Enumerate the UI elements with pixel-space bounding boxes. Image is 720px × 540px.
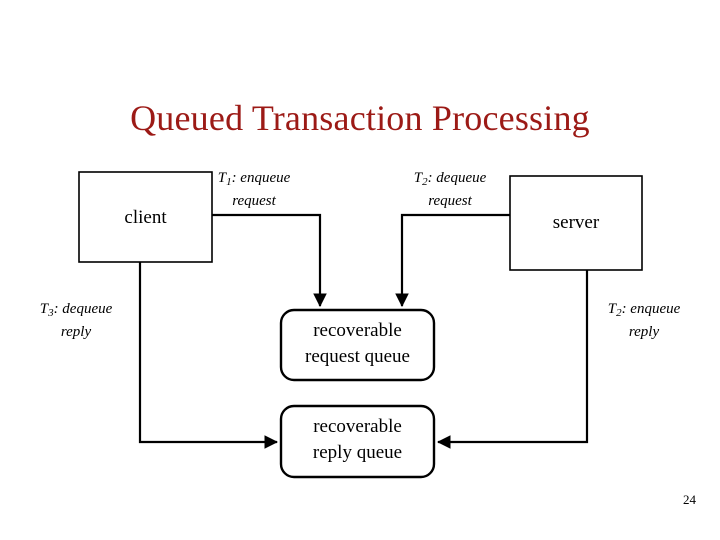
edge-label-t2e-line1: T2: enqueue bbox=[607, 301, 681, 320]
edge-t2-dequeue-request bbox=[395, 213, 510, 308]
reply-queue-label-line2: reply queue bbox=[312, 442, 403, 463]
request-queue-box bbox=[279, 308, 436, 382]
reply-queue-label-line1: recoverable bbox=[313, 416, 402, 437]
request-queue-label-line1: recoverable bbox=[313, 320, 402, 341]
client-box bbox=[78, 171, 213, 263]
edge-t2-enqueue-reply bbox=[436, 270, 589, 449]
edge-label-t1-line2: request bbox=[232, 193, 276, 210]
edge-label-t1-line1: T1: enqueue bbox=[217, 170, 291, 189]
edge-label-t2-enqueue-reply: T2: enqueue reply bbox=[580, 300, 708, 342]
edge-label-t2e-line2: reply bbox=[628, 324, 660, 341]
edge-label-t1-enqueue-request: T1: enqueue request bbox=[176, 169, 332, 211]
edge-label-t2-dequeue-request: T2: dequeue request bbox=[372, 169, 528, 211]
edge-label-t3-line2: reply bbox=[60, 324, 92, 341]
page-title: Queued Transaction Processing bbox=[130, 98, 590, 139]
server-label: server bbox=[552, 212, 600, 233]
edge-label-t2d-line1: T2: dequeue bbox=[413, 170, 487, 189]
reply-queue-box bbox=[279, 404, 436, 479]
server-box bbox=[509, 175, 643, 271]
edge-label-t2d-line2: request bbox=[428, 193, 472, 210]
client-label: client bbox=[124, 207, 167, 228]
edge-t3-dequeue-reply bbox=[138, 262, 279, 449]
page-number: 24 bbox=[683, 492, 696, 507]
request-queue-label-line2: request queue bbox=[305, 346, 410, 367]
edge-label-t3-line1: T3: dequeue bbox=[39, 301, 113, 320]
edge-t1-enqueue-request bbox=[212, 213, 327, 308]
edge-label-t3-dequeue-reply: T3: dequeue reply bbox=[12, 300, 140, 342]
